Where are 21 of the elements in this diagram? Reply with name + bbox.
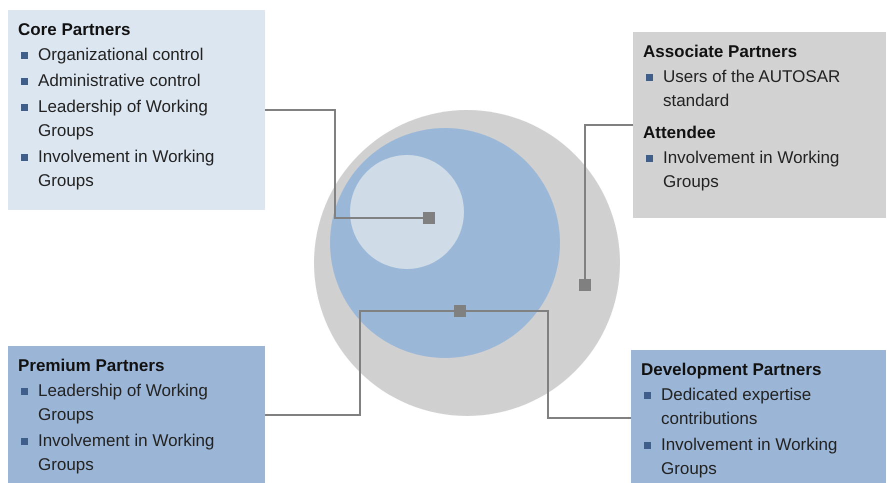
panel-heading: Core Partners	[18, 20, 132, 40]
bullet-item: Leadership of Working Groups	[18, 95, 255, 143]
partner-panel	[8, 10, 265, 210]
panel-heading: Associate Partners	[643, 42, 798, 62]
bullet-item: Involvement in Working Groups	[641, 433, 876, 481]
bullet-item: Leadership of Working Groups	[18, 379, 255, 427]
panel-heading: Attendee	[643, 123, 717, 143]
panel-heading: Development Partners	[641, 360, 822, 380]
panel-heading: Premium Partners	[18, 356, 166, 376]
bullet-item: Involvement in Working Groups	[18, 429, 255, 477]
leader-line	[579, 124, 633, 291]
partner-panel	[8, 346, 265, 483]
bullet-item: Users of the AUTOSAR standard	[643, 65, 876, 113]
bullet-item: Involvement in Working Groups	[643, 146, 876, 194]
bullet-item: Administrative control	[18, 69, 255, 93]
bullet-item: Organizational control	[18, 43, 255, 67]
bullet-item: Dedicated expertise contributions	[641, 383, 876, 431]
bullet-item: Involvement in Working Groups	[18, 145, 255, 193]
partner-panel	[633, 32, 886, 218]
leader-line	[265, 109, 435, 224]
partner-panel	[631, 350, 886, 483]
